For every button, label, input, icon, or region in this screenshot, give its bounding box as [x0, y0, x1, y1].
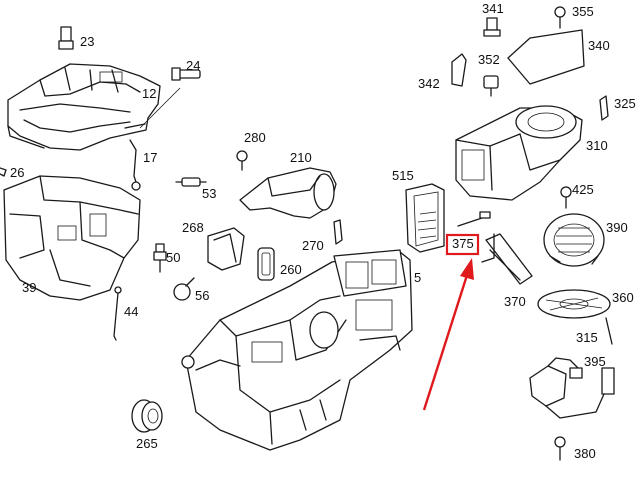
- part-39-lower-housing: [3, 175, 141, 301]
- label-355: 355: [572, 4, 594, 19]
- part-280-screw: [236, 150, 248, 171]
- label-56: 56: [195, 288, 209, 303]
- part-12-upper-housing: [7, 63, 161, 151]
- label-380: 380: [574, 446, 596, 461]
- label-515: 515: [392, 168, 414, 183]
- label-310: 310: [586, 138, 608, 153]
- part-23-clip: [58, 26, 74, 50]
- part-375-pin: [457, 211, 491, 227]
- label-370: 370: [504, 294, 526, 309]
- label-268: 268: [182, 220, 204, 235]
- part-265-cylinder: [131, 399, 163, 433]
- label-50: 50: [166, 250, 180, 265]
- part-395-wiring-harness: [529, 357, 615, 419]
- label-375: 375: [452, 236, 474, 251]
- part-425-screw: [560, 186, 572, 209]
- label-26: 26: [10, 165, 24, 180]
- part-370-flap-lever: [481, 233, 533, 285]
- label-17: 17: [143, 150, 157, 165]
- part-17-rod: [129, 87, 181, 191]
- label-325: 325: [614, 96, 636, 111]
- part-44-link: [113, 286, 122, 341]
- label-390: 390: [606, 220, 628, 235]
- part-268-seal: [207, 227, 245, 271]
- part-390-blower-motor: [543, 213, 605, 267]
- label-270: 270: [302, 238, 324, 253]
- label-260: 260: [280, 262, 302, 277]
- label-315: 315: [576, 330, 598, 345]
- part-26-small-part: [0, 167, 7, 177]
- part-352-part: [483, 75, 499, 97]
- part-340-cover: [507, 29, 585, 85]
- label-280: 280: [244, 130, 266, 145]
- label-53: 53: [202, 186, 216, 201]
- part-50-sensor: [153, 243, 167, 273]
- label-341: 341: [482, 1, 504, 16]
- part-360-fan-grille: [537, 289, 611, 319]
- label-39: 39: [22, 280, 36, 295]
- part-310-blower-housing: [455, 105, 583, 201]
- label-360: 360: [612, 290, 634, 305]
- part-342-bracket: [451, 53, 467, 87]
- label-425: 425: [572, 182, 594, 197]
- part-341-clip: [483, 17, 501, 37]
- label-265: 265: [136, 436, 158, 451]
- label-352: 352: [478, 52, 500, 67]
- part-5-main-hvac-housing: [181, 249, 413, 451]
- label-23: 23: [80, 34, 94, 49]
- part-380-screw: [554, 436, 566, 461]
- label-395: 395: [584, 354, 606, 369]
- part-260-gasket: [257, 247, 275, 281]
- label-210: 210: [290, 150, 312, 165]
- part-24-sensor: [171, 67, 201, 81]
- part-270-clip: [333, 219, 343, 245]
- part-210-duct: [239, 167, 337, 219]
- part-53-actuator-pin: [175, 177, 207, 187]
- label-342: 342: [418, 76, 440, 91]
- part-355-screw: [554, 6, 566, 29]
- highlight-box-375: [445, 233, 480, 256]
- label-340: 340: [588, 38, 610, 53]
- part-515-filter: [405, 183, 445, 253]
- part-56-knob: [173, 277, 195, 301]
- highlight-arrow: [422, 258, 474, 411]
- part-315-bracket: [605, 317, 613, 345]
- part-325-clip: [599, 95, 609, 121]
- label-24: 24: [186, 58, 200, 73]
- label-12: 12: [142, 86, 156, 101]
- label-5: 5: [414, 270, 421, 285]
- label-44: 44: [124, 304, 138, 319]
